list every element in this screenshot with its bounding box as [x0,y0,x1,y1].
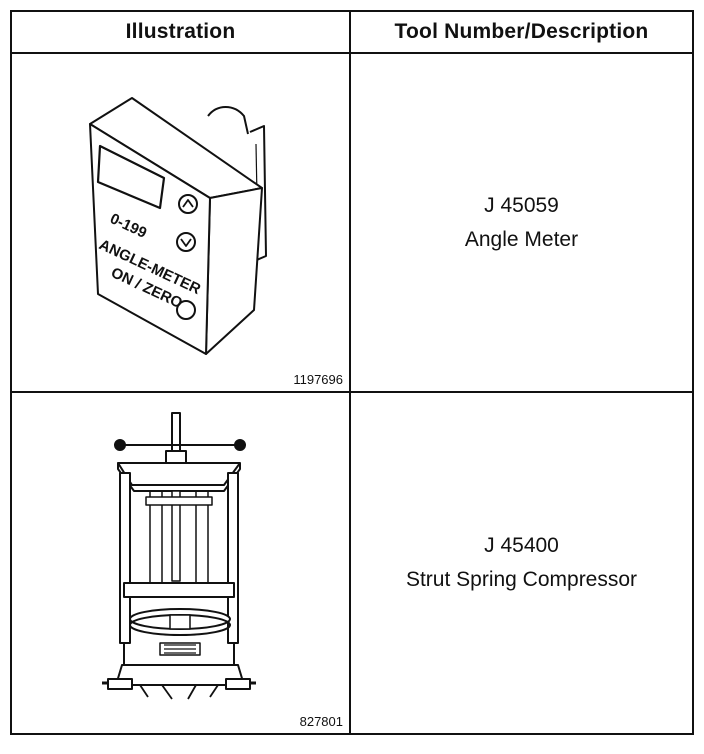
tool-number: J 45400 [484,534,559,557]
description-cell: J 45059 Angle Meter [349,52,694,393]
strut-spring-compressor-illustration [102,412,256,700]
angle-meter-illustration: 0-199 ANGLE-METER ON / ZERO [89,97,267,355]
header-illustration: Illustration [10,10,351,54]
figure-number: 1197696 [293,372,343,387]
description-cell: J 45400 Strut Spring Compressor [349,391,694,735]
tool-table: Illustration Tool Number/Description [10,10,694,735]
figure-number: 827801 [299,714,343,729]
tool-number: J 45059 [484,193,559,217]
tool-description: Strut Spring Compressor [405,568,638,591]
header-tool-description: Tool Number/Description [349,10,694,54]
table-row: 827801 J 45400 Strut Spring Compressor [10,391,694,735]
illustration-cell: 0-199 ANGLE-METER ON / ZERO 1197696 [10,52,351,393]
header-row: Illustration Tool Number/Description [10,10,694,54]
tool-description: Angle Meter [464,227,579,251]
illustration-cell: 827801 [10,391,351,735]
table-row: 0-199 ANGLE-METER ON / ZERO 1197696 J 45… [10,52,694,393]
